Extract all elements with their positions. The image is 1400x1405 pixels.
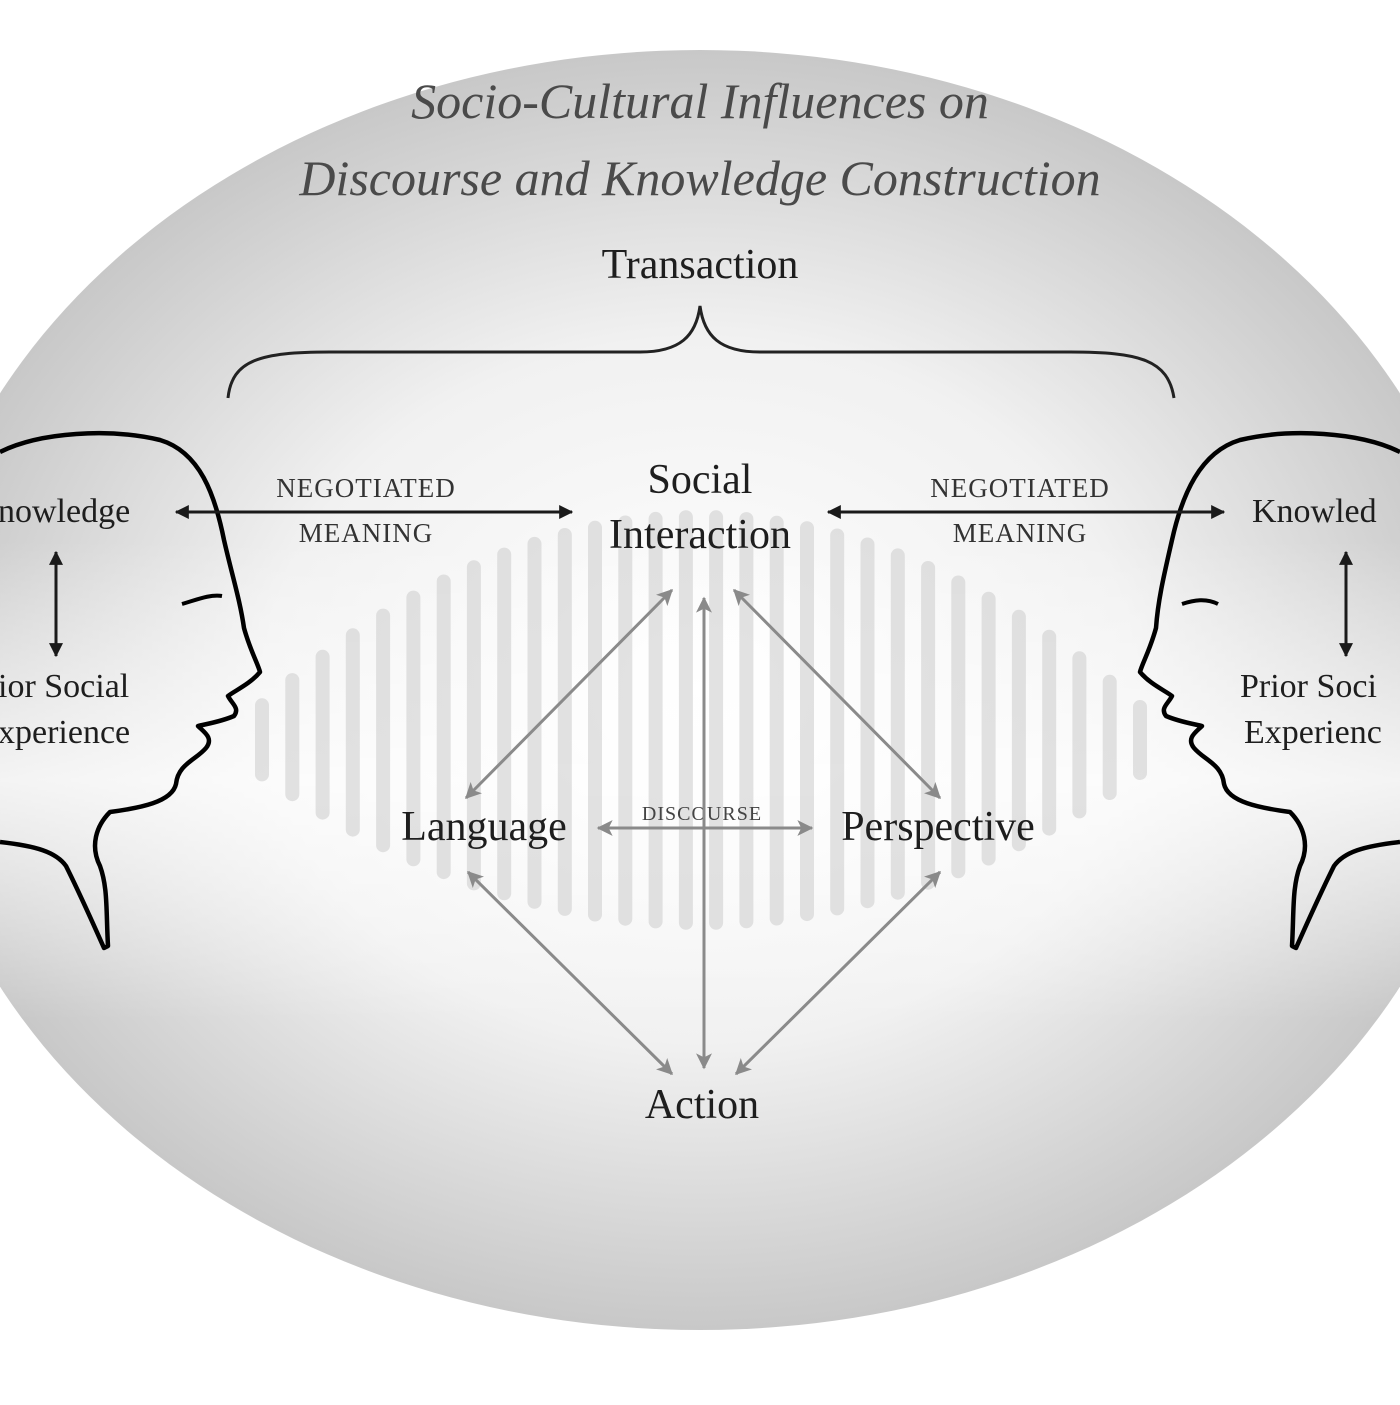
light-band: [0, 540, 1400, 1020]
arrow-social-perspective: [732, 588, 942, 800]
discourse-stripe: [648, 511, 663, 929]
discourse-label: DISCOURSE: [642, 803, 762, 825]
discourse-stripe: [557, 528, 572, 916]
discourse-stripe: [830, 528, 845, 916]
discourse-stripe: [800, 521, 814, 922]
perspective-node: Perspective: [841, 804, 1035, 850]
right-prior-social-label: Prior Soci: [1240, 668, 1377, 705]
discourse-stripe: [285, 673, 300, 802]
left-knowledge-label: nowledge: [0, 493, 130, 530]
social-interaction-line-1: Social: [648, 457, 753, 503]
discourse-stripe: [1133, 700, 1147, 780]
relation-arrows: [464, 588, 942, 1076]
left-prior-social-label: ior Social: [0, 668, 129, 705]
right-meaning-label: MEANING: [953, 518, 1088, 548]
discourse-stripe: [769, 515, 784, 926]
title-line-2: Discourse and Knowledge Construction: [298, 150, 1100, 206]
left-negotiated-label: NEGOTIATED: [276, 473, 455, 503]
left-experience-label: xperience: [0, 714, 130, 751]
left-meaning-label: MEANING: [299, 518, 434, 548]
discourse-stripe: [739, 512, 754, 929]
discourse-stripe: [406, 590, 421, 867]
left-eye-icon: [181, 593, 223, 606]
left-head-profile-icon: [0, 431, 263, 951]
right-knowledge-label: Knowled: [1252, 493, 1377, 530]
discourse-stripe: [678, 510, 693, 930]
discourse-stripe: [709, 510, 724, 930]
social-interaction-line-2: Interaction: [609, 512, 791, 558]
discourse-stripe: [1072, 651, 1087, 819]
transaction-label: Transaction: [602, 242, 799, 288]
right-experience-label: Experienc: [1244, 714, 1382, 751]
discourse-stripe: [376, 608, 391, 853]
discourse-stripe: [1102, 674, 1117, 800]
language-node: Language: [401, 804, 567, 850]
discourse-stripe: [255, 698, 269, 782]
discourse-stripe: [618, 515, 633, 926]
curly-brace-icon: [226, 305, 1176, 399]
discourse-stripe: [1011, 609, 1026, 852]
discourse-stripe: [981, 591, 996, 866]
discourse-stripe: [588, 520, 602, 922]
discourse-stripe: [951, 575, 966, 879]
right-negotiated-label: NEGOTIATED: [930, 473, 1109, 503]
discourse-stripe: [436, 574, 451, 880]
action-node: Action: [645, 1082, 759, 1128]
discourse-stripe: [315, 649, 330, 820]
discourse-stripe: [1042, 629, 1057, 836]
arrow-language-action: [466, 870, 674, 1076]
arrow-perspective-action: [734, 870, 942, 1076]
right-eye-icon: [1181, 598, 1219, 606]
discourse-stripe: [345, 628, 360, 837]
right-head-profile-icon: [1137, 431, 1400, 951]
title-line-1: Socio-Cultural Influences on: [411, 73, 989, 129]
arrow-social-language: [464, 588, 674, 800]
